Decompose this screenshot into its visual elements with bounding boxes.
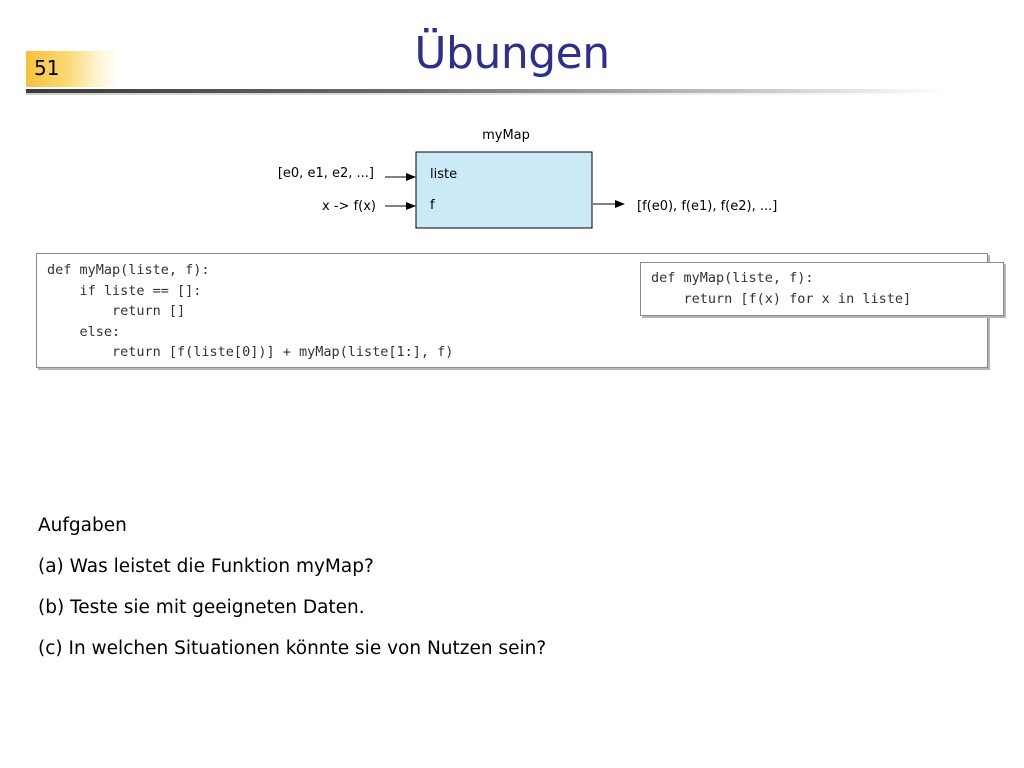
tasks-heading: Aufgaben [38,515,127,536]
slide-number-badge [26,51,120,87]
code-line: def myMap(liste, f): [47,262,210,278]
output-list-label: [f(e0), f(e1), f(e2), ...] [637,199,777,214]
code-line: return [f(liste[0])] + myMap(liste[1:], … [47,344,454,360]
slide-number: 51 [34,56,60,80]
task-item-c: (c) In welchen Situationen könnte sie vo… [38,638,547,659]
input-list-label: [e0, e1, e2, ...] [278,166,374,181]
code-line: return [f(x) for x in liste] [651,290,912,307]
diagram-box-title: myMap [482,128,530,143]
mymap-diagram: myMap liste f [e0, e1, e2, ...] x -> f(x… [278,128,777,229]
slide-title: Übungen [414,28,610,79]
function-box [415,151,593,229]
code-block-comprehension: def myMap(liste, f): return [f(x) for x … [640,262,1004,316]
code-line: return [] [47,303,186,319]
title-divider [26,89,946,93]
title-divider-shadow [26,93,946,95]
code-line: else: [47,323,121,340]
task-item-b: (b) Teste sie mit geeigneten Daten. [38,597,365,618]
input-function-label: x -> f(x) [322,199,376,214]
code-line: def myMap(liste, f): [651,270,814,286]
task-item-a: (a) Was leistet die Funktion myMap? [38,556,374,577]
tasks-section: Aufgaben (a) Was leistet die Funktion my… [38,512,546,676]
param-f-label: f [430,198,435,213]
param-liste-label: liste [430,167,457,182]
code-line: if liste == []: [47,282,202,299]
